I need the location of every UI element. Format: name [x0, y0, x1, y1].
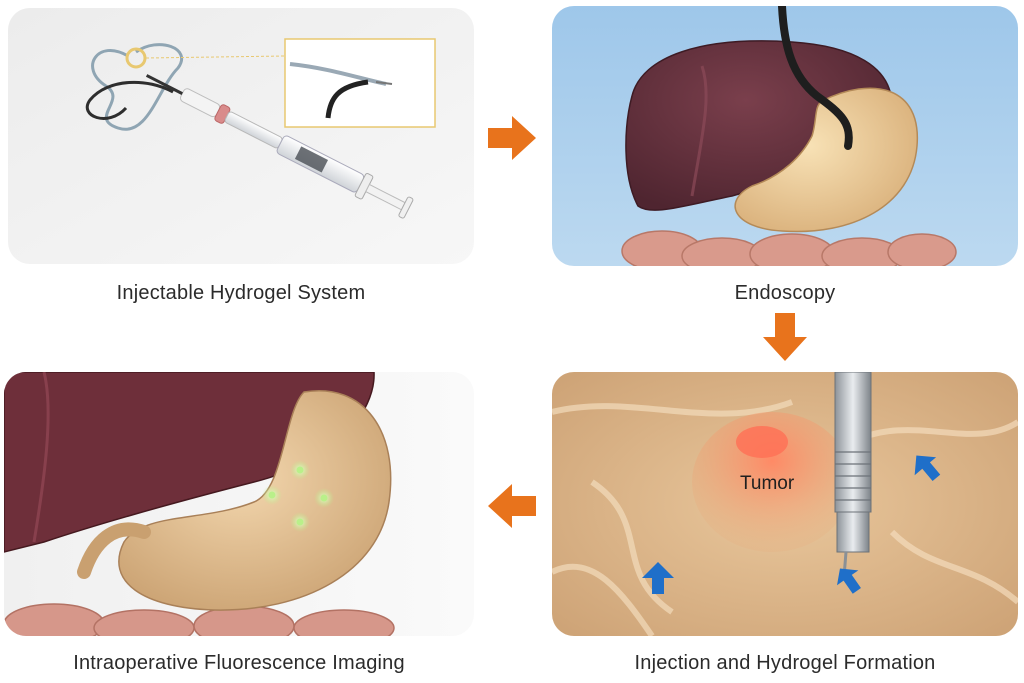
tumor-label: Tumor [740, 473, 795, 494]
fluorescence-imaging-panel [4, 372, 474, 636]
hydrogel-system-panel [8, 8, 474, 264]
fluorescent-spots [262, 460, 334, 532]
flow-arrow-right [488, 114, 536, 162]
arrow-left-icon [488, 484, 536, 528]
blue-arrow-icon [914, 455, 941, 482]
arrow-down-icon [763, 313, 807, 361]
fluorescence-imaging-illustration [4, 372, 474, 636]
hydrogel-direction-arrows [642, 455, 941, 594]
endoscopy-illustration [552, 6, 1018, 266]
blue-arrow-icon [642, 562, 674, 594]
endoscopy-caption: Endoscopy [734, 282, 836, 304]
injection-caption: Injection and Hydrogel Formation [634, 652, 936, 674]
blue-arrow-icon [837, 568, 861, 594]
highlight-circle [125, 47, 147, 69]
flow-arrow-left [488, 482, 536, 530]
flow-arrow-down [761, 313, 809, 361]
fluorescence-imaging-caption: Intraoperative Fluorescence Imaging [73, 652, 405, 674]
injection-illustration [552, 372, 1018, 636]
endoscopy-panel [552, 6, 1018, 266]
injection-panel [552, 372, 1018, 636]
hydrogel-system-illustration [8, 8, 474, 264]
hydrogel-system-caption: Injectable Hydrogel System [116, 282, 366, 304]
arrow-right-icon [488, 116, 536, 160]
